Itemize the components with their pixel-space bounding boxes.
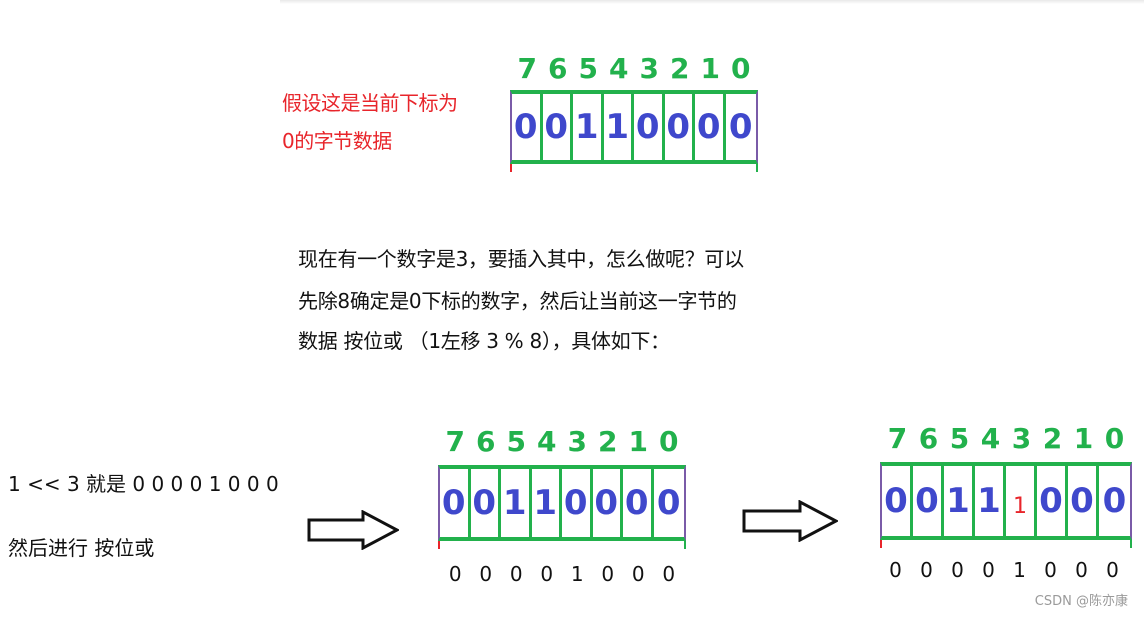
bit-cell: 0: [882, 466, 913, 536]
shift-text: 1 << 3 就是 0 0 0 0 1 0 0 0: [8, 472, 279, 496]
bit-cell-inserted: 1: [1006, 466, 1037, 536]
bit-cell: 0: [695, 94, 726, 160]
shift-bit-value: 0: [479, 562, 493, 586]
description-line-2: 先除8确定是0下标的数字，然后让当前这一字节的: [298, 289, 737, 313]
bit-index-label: 2: [598, 425, 618, 458]
bit-cell: 0: [593, 469, 623, 537]
bit-index-label: 0: [659, 425, 679, 458]
edge-tick: [880, 540, 882, 548]
bit-index-label: 7: [445, 425, 465, 458]
bit-cell: 0: [656, 483, 681, 523]
bit-index-label: 6: [918, 422, 939, 455]
watermark: CSDN @陈亦康: [1034, 594, 1128, 609]
bit-cell: 1: [604, 94, 634, 160]
bit-index-label: 0: [1104, 422, 1125, 455]
shift-bit-value: 0: [951, 558, 964, 582]
description-line-1: 现在有一个数字是3，要插入其中，怎么做呢？可以: [298, 247, 744, 271]
right-arrow-icon: [307, 510, 399, 550]
shift-bit-value: 1: [570, 562, 584, 586]
bit-index-label: 5: [578, 52, 598, 85]
bit-cell: 0: [913, 466, 944, 536]
right-arrow-icon: [742, 500, 838, 542]
bit-cell: 1: [501, 469, 532, 537]
edge-tick: [510, 164, 512, 172]
bit-cell: 0: [512, 94, 543, 160]
shift-bit-value: 0: [1106, 558, 1119, 582]
bit-cell: 0: [1037, 466, 1068, 536]
bit-index-label: 1: [1073, 422, 1094, 455]
bit-cell: 1: [573, 94, 604, 160]
bit-cell: 1: [532, 469, 562, 537]
bit-index-label: 7: [517, 52, 537, 85]
bit-index-label: 5: [949, 422, 970, 455]
bit-index-label: 6: [476, 425, 496, 458]
shift-bit-value: 0: [631, 562, 645, 586]
bit-index-label: 5: [506, 425, 526, 458]
bit-cell: 0: [728, 107, 753, 147]
shift-bit-value: 0: [889, 558, 902, 582]
bit-index-label: 3: [567, 425, 587, 458]
bit-cell: 0: [623, 469, 654, 537]
shift-bit-value: 0: [920, 558, 933, 582]
edge-tick: [756, 164, 758, 172]
bit-index-label: 1: [628, 425, 648, 458]
bit-index-label: 3: [1011, 422, 1032, 455]
bit-cell: 0: [665, 94, 695, 160]
bit-index-label: 4: [609, 52, 629, 85]
bit-index-label: 4: [980, 422, 1001, 455]
shift-bit-value: 0: [1044, 558, 1057, 582]
bit-cell: 1: [975, 466, 1006, 536]
bit-cell: 0: [1102, 481, 1127, 521]
bit-index-label: 0: [731, 52, 751, 85]
bit-cell: 0: [1068, 466, 1099, 536]
shift-bit-value: 1: [1013, 558, 1026, 582]
bit-index-label: 7: [887, 422, 908, 455]
or-text: 然后进行 按位或: [8, 536, 155, 560]
bit-cell: 0: [634, 94, 665, 160]
bit-index-label: 2: [1042, 422, 1063, 455]
shift-bit-value: 0: [662, 562, 676, 586]
bit-index-label: 6: [548, 52, 568, 85]
bit-index-label: 1: [700, 52, 720, 85]
shift-bit-value: 0: [601, 562, 615, 586]
edge-tick: [684, 541, 686, 549]
shift-bit-value: 0: [982, 558, 995, 582]
bit-cell: 0: [471, 469, 501, 537]
shift-bit-value: 0: [1075, 558, 1088, 582]
description-line-3: 数据 按位或 （1左移 3 % 8），具体如下：: [298, 329, 670, 353]
top-shadow-bar: [280, 0, 1144, 4]
bit-cell: 0: [543, 94, 573, 160]
edge-tick: [1130, 540, 1132, 548]
shift-bit-value: 0: [540, 562, 554, 586]
shift-bit-value: 0: [509, 562, 523, 586]
bit-index-label: 2: [670, 52, 690, 85]
shift-bit-value: 0: [448, 562, 462, 586]
note-line-2: 0的字节数据: [282, 129, 392, 153]
bit-cell: 0: [562, 469, 593, 537]
bit-index-label: 3: [639, 52, 659, 85]
note-line-1: 假设这是当前下标为: [282, 91, 458, 115]
edge-tick: [438, 541, 440, 549]
bit-cell: 0: [440, 469, 471, 537]
bit-cell: 1: [944, 466, 975, 536]
bit-index-label: 4: [537, 425, 557, 458]
